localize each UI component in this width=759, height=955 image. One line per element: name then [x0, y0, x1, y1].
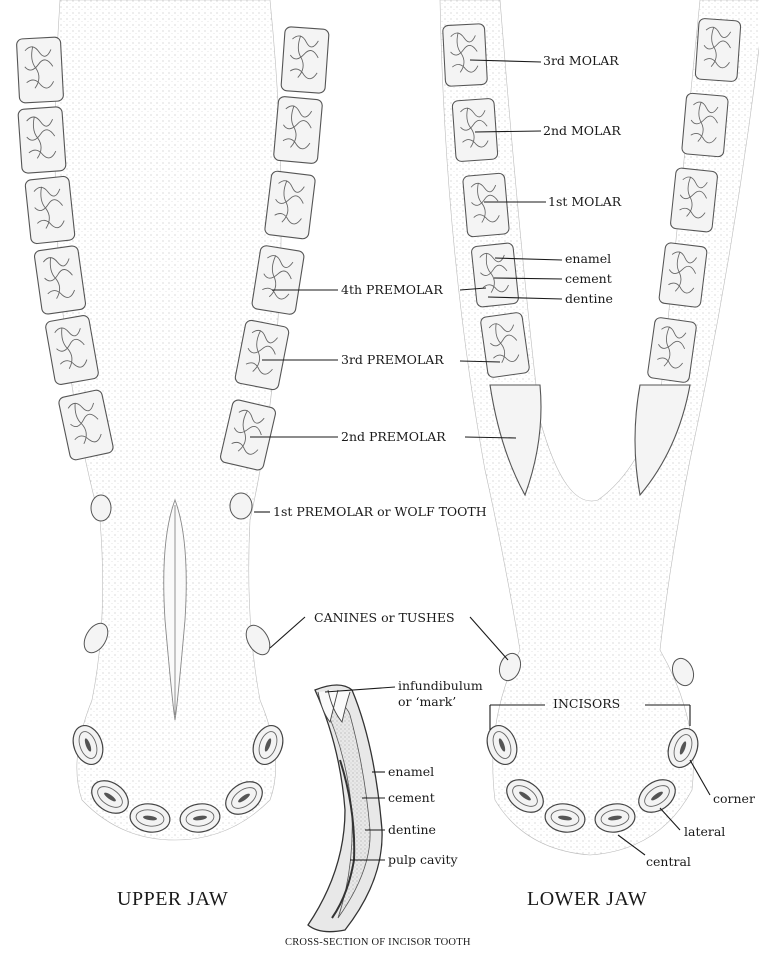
- label-infundibulum: infundibulum: [398, 679, 483, 693]
- label-xs-cement: cement: [388, 791, 435, 805]
- label-mark: or ‘mark’: [398, 695, 456, 709]
- upper-jaw: [16, 0, 329, 840]
- label-incisors: INCISORS: [553, 697, 620, 711]
- label-4th-premolar: 4th PREMOLAR: [341, 283, 443, 297]
- label-1st-molar: 1st MOLAR: [548, 195, 621, 209]
- label-1st-premolar: 1st PREMOLAR or WOLF TOOTH: [273, 505, 487, 519]
- caption-cross-section: CROSS-SECTION OF INCISOR TOOTH: [285, 937, 471, 948]
- label-3rd-molar: 3rd MOLAR: [543, 54, 619, 68]
- label-enamel: enamel: [565, 252, 611, 266]
- label-xs-enamel: enamel: [388, 765, 434, 779]
- label-cement: cement: [565, 272, 612, 286]
- label-central: central: [646, 855, 691, 869]
- label-2nd-molar: 2nd MOLAR: [543, 124, 621, 138]
- label-canines: CANINES or TUSHES: [314, 611, 455, 625]
- incisor-cross-section: [308, 685, 382, 932]
- label-xs-dentine: dentine: [388, 823, 436, 837]
- label-xs-pulp-cavity: pulp cavity: [388, 853, 458, 867]
- label-dentine: dentine: [565, 292, 613, 306]
- label-lateral: lateral: [684, 825, 725, 839]
- label-3rd-premolar: 3rd PREMOLAR: [341, 353, 444, 367]
- label-2nd-premolar: 2nd PREMOLAR: [341, 430, 446, 444]
- caption-lower-jaw: LOWER JAW: [527, 888, 647, 911]
- caption-upper-jaw: UPPER JAW: [117, 888, 228, 911]
- label-corner: corner: [713, 792, 755, 806]
